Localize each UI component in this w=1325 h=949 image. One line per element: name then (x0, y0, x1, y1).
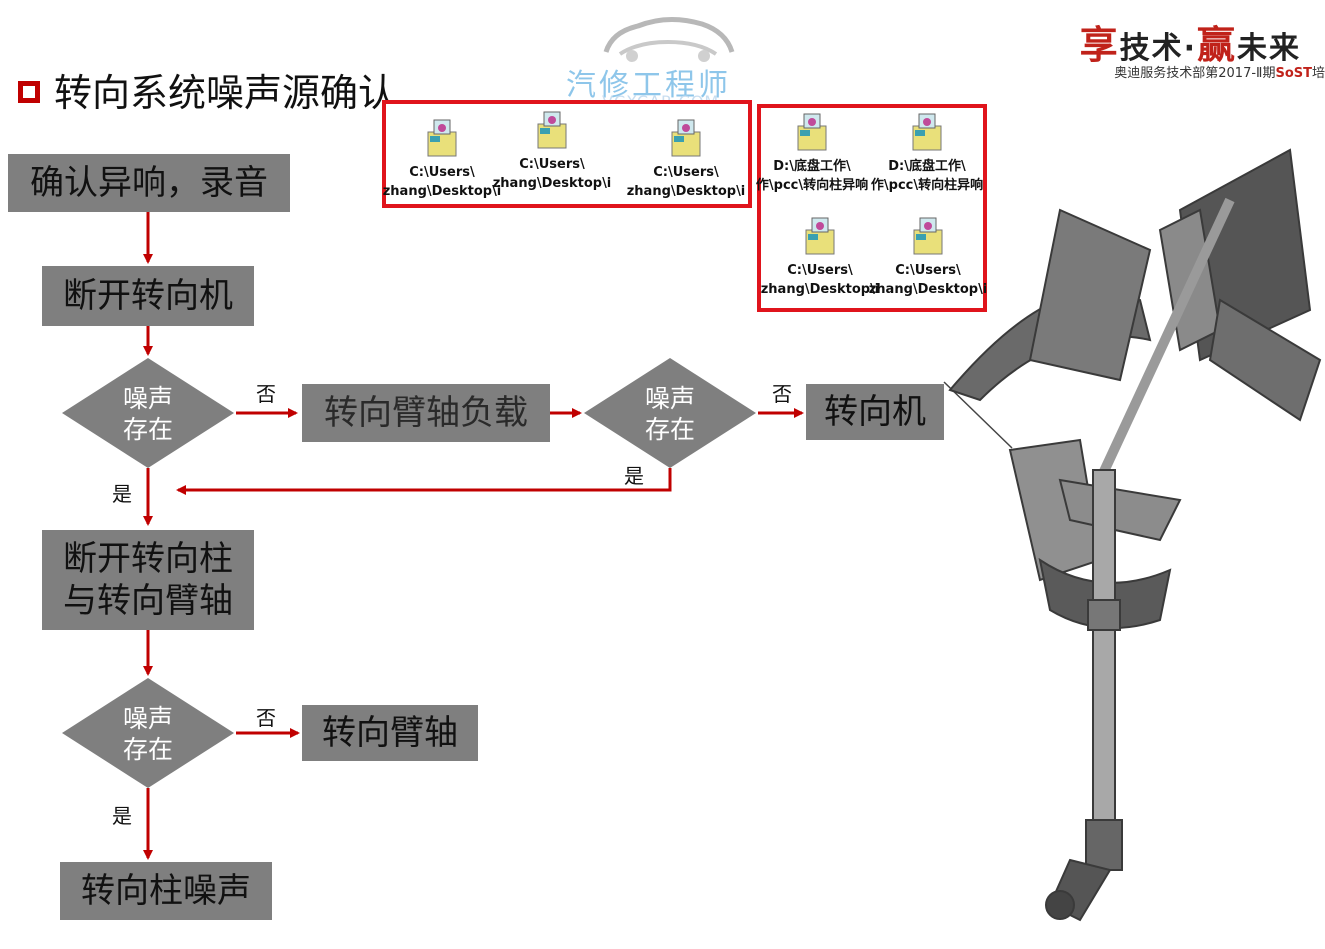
decision-diamond-3 (62, 678, 234, 788)
decision-2-yes-label: 是 (624, 464, 644, 488)
car-logo-icon (603, 16, 735, 62)
brand-char-2: 技术· (1119, 31, 1197, 66)
steering-column-illustration (948, 148, 1322, 922)
attachment-6-line2: zhang\Desktop\i (760, 281, 880, 297)
flow-step-disconnect-column: 断开转向柱 与转向臂轴 (42, 530, 254, 630)
attachment-7-line2: zhang\Desktop\i (868, 281, 988, 297)
attachment-5-line1: D:\底盘工作\ (888, 159, 966, 174)
package-icon (537, 111, 567, 149)
decision-3-no-label: 否 (256, 706, 276, 730)
attachment-3[interactable]: C:\Users\ zhang\Desktop\i (626, 116, 746, 202)
attachment-7-line1: C:\Users\ (895, 263, 961, 278)
attachment-6-line1: C:\Users\ (787, 263, 853, 278)
flow-step-record-noise: 确认异响，录音 (8, 154, 290, 212)
decision-2-label: 噪声 存在 (620, 383, 720, 445)
package-icon (671, 119, 701, 157)
package-icon (912, 113, 942, 151)
decision-3-label: 噪声 存在 (98, 703, 198, 765)
package-icon (427, 119, 457, 157)
attachment-5-line2: 作\pcc\转向柱异响 (870, 177, 984, 193)
flow-result-steering-gear: 转向机 (806, 384, 944, 440)
attachment-4-line1: D:\底盘工作\ (773, 159, 851, 174)
decision-diamond-1 (62, 358, 234, 468)
subbrand-suffix: 培 (1311, 66, 1325, 81)
attachment-2-line1: C:\Users\ (519, 157, 585, 172)
brand-slogan: 享技术·赢未来 (1080, 14, 1301, 69)
decision-1-yes-label: 是 (112, 482, 132, 506)
package-icon (913, 217, 943, 255)
decision-1-no-label: 否 (256, 382, 276, 406)
attachment-3-line1: C:\Users\ (653, 165, 719, 180)
title-bullet-icon (18, 80, 40, 103)
flow-step-arm-load: 转向臂轴负载 (302, 384, 550, 442)
decision-diamond-2 (584, 358, 756, 468)
slide-title-text: 转向系统噪声源确认 (54, 71, 397, 115)
slide-title: 转向系统噪声源确认 (18, 62, 396, 117)
attachment-1[interactable]: C:\Users\ zhang\Desktop\i (382, 116, 502, 202)
flow-step-disconnect-gear: 断开转向机 (42, 266, 254, 326)
brand-subtitle: 奥迪服务技术部第2017-Ⅱ期SoST培 (1114, 62, 1325, 81)
attachment-4[interactable]: D:\底盘工作\ 作\pcc\转向柱异响 (752, 110, 872, 196)
attachment-2[interactable]: C:\Users\ zhang\Desktop\i (492, 108, 612, 194)
brand-char-4: 未来 (1237, 31, 1301, 66)
decision-3-text: 噪声 存在 (122, 703, 173, 764)
decision-3-yes-label: 是 (112, 804, 132, 828)
package-icon (797, 113, 827, 151)
arrow-decision2-yes (176, 468, 672, 495)
attachment-7[interactable]: C:\Users\ zhang\Desktop\i (868, 214, 988, 300)
attachment-6[interactable]: C:\Users\ zhang\Desktop\i (760, 214, 880, 300)
attachment-5[interactable]: D:\底盘工作\ 作\pcc\转向柱异响 (867, 110, 987, 196)
attachment-1-line1: C:\Users\ (409, 165, 475, 180)
watermark-text: 汽修工程师 (566, 68, 731, 103)
attachment-1-line2: zhang\Desktop\i (382, 183, 502, 199)
decision-1-text: 噪声 存在 (122, 383, 173, 444)
flow-result-column-noise: 转向柱噪声 (60, 862, 272, 920)
package-icon (805, 217, 835, 255)
subbrand-highlight: SoST (1275, 66, 1312, 81)
decision-2-no-label: 否 (772, 382, 792, 406)
attachment-frame-2 (757, 104, 987, 312)
decision-2-text: 噪声 存在 (644, 383, 695, 444)
subbrand-prefix: 奥迪服务技术部第2017-Ⅱ期 (1114, 66, 1276, 81)
attachment-3-line2: zhang\Desktop\i (626, 183, 746, 199)
brand-char-1: 享 (1079, 23, 1120, 67)
attachment-2-line2: zhang\Desktop\i (492, 175, 612, 191)
decision-1-label: 噪声 存在 (98, 383, 198, 445)
flow-result-steering-arm: 转向臂轴 (302, 705, 478, 761)
brand-char-3: 赢 (1196, 23, 1237, 67)
attachment-4-line2: 作\pcc\转向柱异响 (755, 177, 869, 193)
